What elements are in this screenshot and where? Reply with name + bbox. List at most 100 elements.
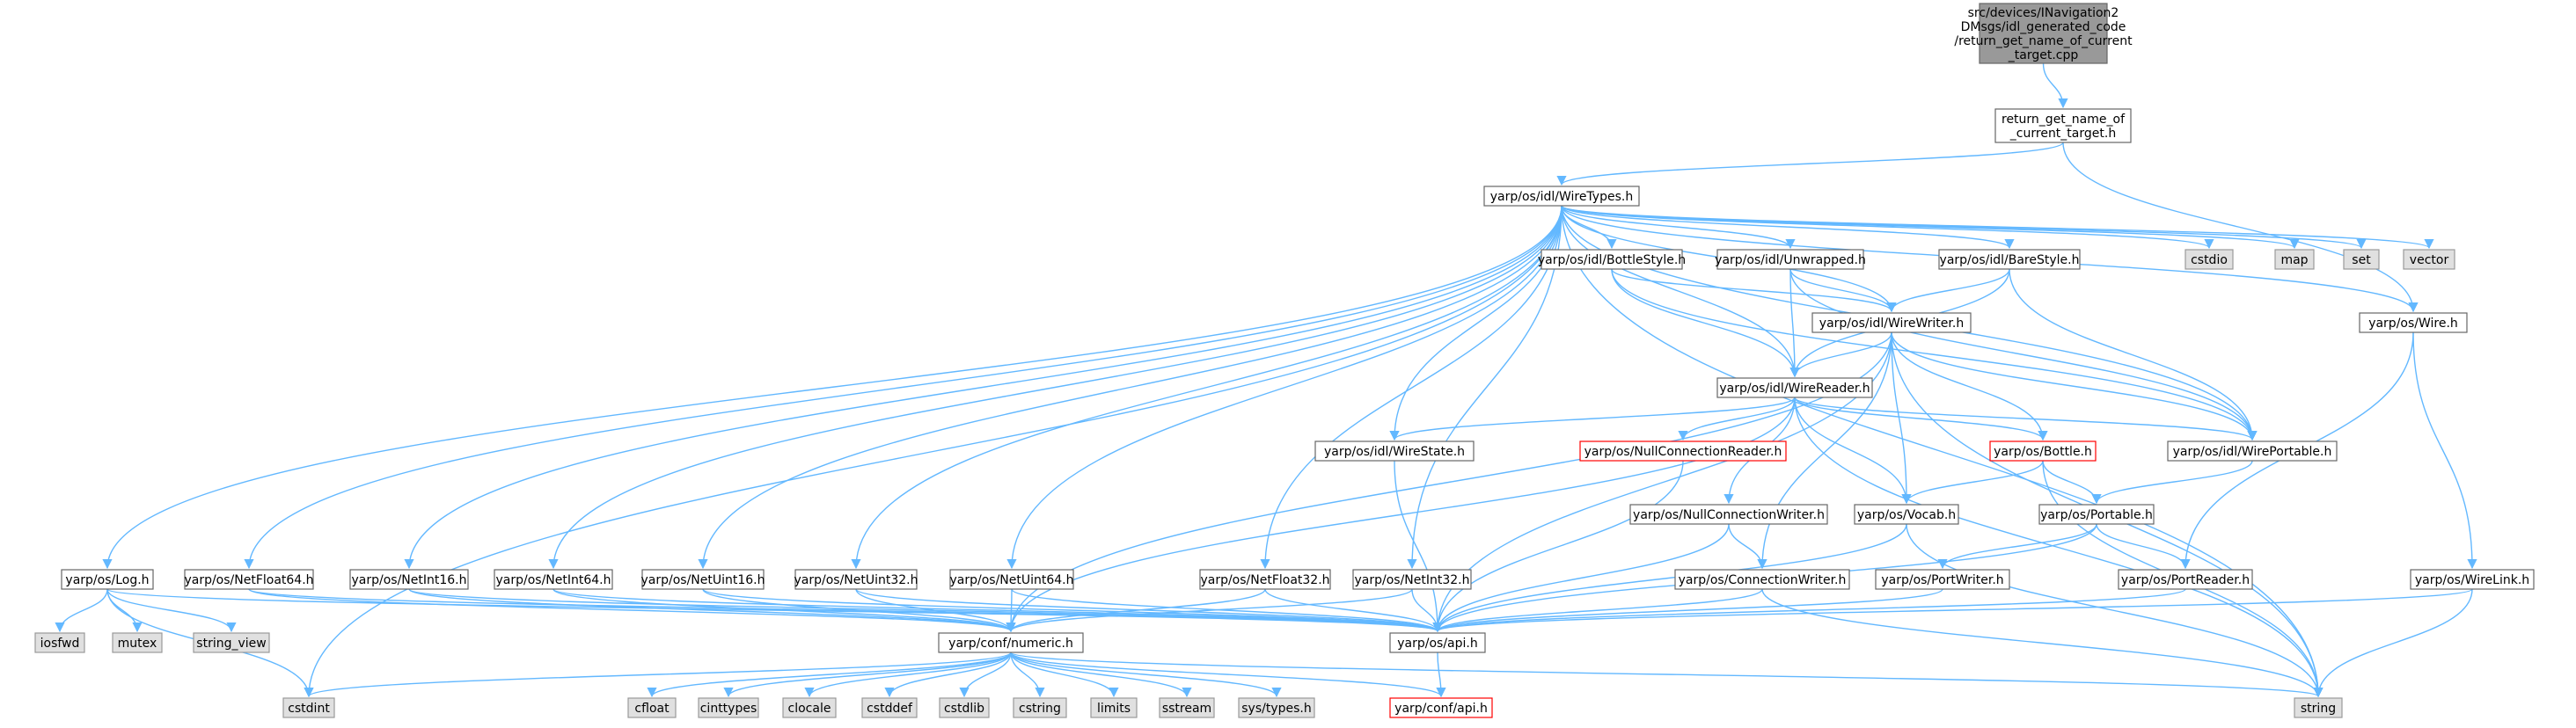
node-box — [1389, 632, 1486, 653]
node-label: cstdlib — [944, 702, 984, 716]
node-portable[interactable]: yarp/os/Portable.h — [2038, 504, 2155, 525]
node-label: yarp/os/WireLink.h — [2415, 573, 2529, 587]
node-box — [1716, 377, 1873, 398]
node-box — [2167, 440, 2338, 462]
node-label: yarp/os/Wire.h — [2368, 317, 2458, 331]
node-connwriter[interactable]: yarp/os/ConnectionWriter.h — [1674, 569, 1850, 590]
edge-nullconnwriter-to-api — [1432, 523, 1730, 633]
node-label: limits — [1097, 702, 1131, 716]
edge-wiretypes-to-netfloat64 — [244, 205, 1562, 570]
edge-netuint64-to-api — [1011, 588, 1443, 633]
node-unwrapped[interactable]: yarp/os/idl/Unwrapped.h — [1715, 249, 1866, 270]
node-box — [2184, 249, 2234, 270]
node-cstddef: cstddef — [861, 697, 918, 718]
node-set: set — [2343, 249, 2380, 270]
node-wirestate[interactable]: yarp/os/idl/WireState.h — [1314, 440, 1475, 462]
edge-netuint32-to-numeric — [855, 588, 1016, 633]
node-netint32[interactable]: yarp/os/NetInt32.h — [1352, 569, 1472, 590]
node-confapi[interactable]: yarp/conf/api.h — [1389, 697, 1493, 718]
edge-netint16-to-numeric — [408, 588, 1016, 633]
edge-wirewriter-to-wirereader — [1789, 331, 1892, 378]
node-log[interactable]: yarp/os/Log.h — [61, 569, 154, 590]
node-label: set — [2352, 253, 2371, 267]
node-root[interactable]: src/devices/INavigation2DMsgs/idl_genera… — [1954, 3, 2133, 64]
node-label: yarp/os/NullConnectionReader.h — [1584, 445, 1782, 459]
node-netint16[interactable]: yarp/os/NetInt16.h — [349, 569, 469, 590]
edge-barestyle-to-wireportable — [2009, 268, 2258, 441]
node-box — [1352, 569, 1472, 590]
node-api[interactable]: yarp/os/api.h — [1389, 632, 1486, 653]
edge-numeric-to-limits — [1010, 652, 1119, 698]
node-netuint16[interactable]: yarp/os/NetUint16.h — [640, 569, 765, 590]
node-portwriter[interactable]: yarp/os/PortWriter.h — [1875, 569, 2010, 590]
dependency-edges — [55, 62, 2477, 698]
edge-netint32-to-numeric — [1006, 588, 1413, 633]
node-numeric[interactable]: yarp/conf/numeric.h — [938, 632, 1084, 653]
node-iosfwd: iosfwd — [34, 632, 85, 653]
node-label: yarp/os/NetUint64.h — [949, 573, 1073, 587]
node-wirewriter[interactable]: yarp/os/idl/WireWriter.h — [1811, 312, 1972, 333]
node-label: yarp/os/NullConnectionWriter.h — [1633, 508, 1825, 522]
dependency-nodes: src/devices/INavigation2DMsgs/idl_genera… — [34, 3, 2535, 718]
node-box — [2359, 312, 2468, 333]
node-netuint32[interactable]: yarp/os/NetUint32.h — [794, 569, 918, 590]
node-box — [1854, 504, 1959, 525]
node-netuint64[interactable]: yarp/os/NetUint64.h — [949, 569, 1074, 590]
edge-unwrapped-to-wirereader — [1789, 268, 1800, 378]
node-wiretypes[interactable]: yarp/os/idl/WireTypes.h — [1483, 186, 1640, 207]
node-cfloat: cfloat — [627, 697, 677, 718]
edge-connwriter-to-string — [1761, 588, 2324, 698]
edge-log-to-string-view — [106, 588, 237, 633]
node-label: yarp/os/NetInt16.h — [351, 573, 466, 587]
edge-wirewriter-to-connwriter — [1757, 331, 1892, 570]
node-box — [61, 569, 154, 590]
node-box — [1159, 697, 1215, 718]
node-portreader[interactable]: yarp/os/PortReader.h — [2118, 569, 2253, 590]
node-label: yarp/os/NetInt32.h — [1354, 573, 1469, 587]
edge-bottle-to-portable — [2042, 460, 2102, 505]
node-barestyle[interactable]: yarp/os/idl/BareStyle.h — [1938, 249, 2081, 270]
node-netfloat64[interactable]: yarp/os/NetFloat64.h — [184, 569, 314, 590]
edge-netint64-to-api — [553, 588, 1443, 633]
node-vocab[interactable]: yarp/os/Vocab.h — [1854, 504, 1959, 525]
node-bottle[interactable]: yarp/os/Bottle.h — [1989, 440, 2097, 462]
node-mutex: mutex — [112, 632, 163, 653]
node-systypes: sys/types.h — [1238, 697, 1315, 718]
node-wirereader[interactable]: yarp/os/idl/WireReader.h — [1716, 377, 1873, 398]
node-box — [627, 697, 677, 718]
edge-numeric-to-cstddef — [884, 652, 1012, 698]
node-netfloat32[interactable]: yarp/os/NetFloat32.h — [1199, 569, 1331, 590]
node-nullconnreader[interactable]: yarp/os/NullConnectionReader.h — [1579, 440, 1787, 462]
node-box — [1716, 249, 1864, 270]
edge-numeric-to-cstdint — [304, 652, 1012, 698]
node-vector: vector — [2403, 249, 2455, 270]
edge-wiretypes-to-wirereader — [1561, 205, 1800, 378]
node-wireportable[interactable]: yarp/os/idl/WirePortable.h — [2167, 440, 2338, 462]
node-wire[interactable]: yarp/os/Wire.h — [2359, 312, 2468, 333]
node-netint64[interactable]: yarp/os/NetInt64.h — [494, 569, 613, 590]
node-box — [1090, 697, 1138, 718]
node-label: clocale — [788, 702, 831, 716]
edge-wiretypes-to-netint32 — [1407, 205, 1562, 570]
node-limits: limits — [1090, 697, 1138, 718]
node-label: cstring — [1019, 702, 1061, 716]
node-return-get-name[interactable]: return_get_name_of_current_target.h — [1994, 108, 2132, 143]
edge-numeric-to-sstream — [1010, 652, 1192, 698]
node-nullconnwriter[interactable]: yarp/os/NullConnectionWriter.h — [1629, 504, 1828, 525]
node-label: DMsgs/idl_generated_code — [1961, 20, 2126, 34]
edge-vocab-to-string — [1906, 523, 2324, 698]
node-bottlestyle[interactable]: yarp/os/idl/BottleStyle.h — [1538, 249, 1686, 270]
node-box — [938, 632, 1084, 653]
edge-numeric-to-cfloat — [647, 652, 1012, 698]
edge-netint32-to-api — [1411, 588, 1443, 633]
node-box — [861, 697, 918, 718]
node-label: _target.cpp — [2008, 48, 2079, 62]
node-label: yarp/os/idl/WirePortable.h — [2173, 445, 2332, 459]
edge-return-get-name-to-wiretypes — [1556, 142, 2064, 186]
edge-netuint16-to-api — [702, 588, 1443, 633]
node-label: cstdio — [2191, 253, 2228, 267]
node-wirelink[interactable]: yarp/os/WireLink.h — [2410, 569, 2535, 590]
node-box — [782, 697, 837, 718]
edge-bottlestyle-to-wirereader — [1611, 268, 1800, 378]
edge-portreader-to-api — [1432, 588, 2186, 633]
